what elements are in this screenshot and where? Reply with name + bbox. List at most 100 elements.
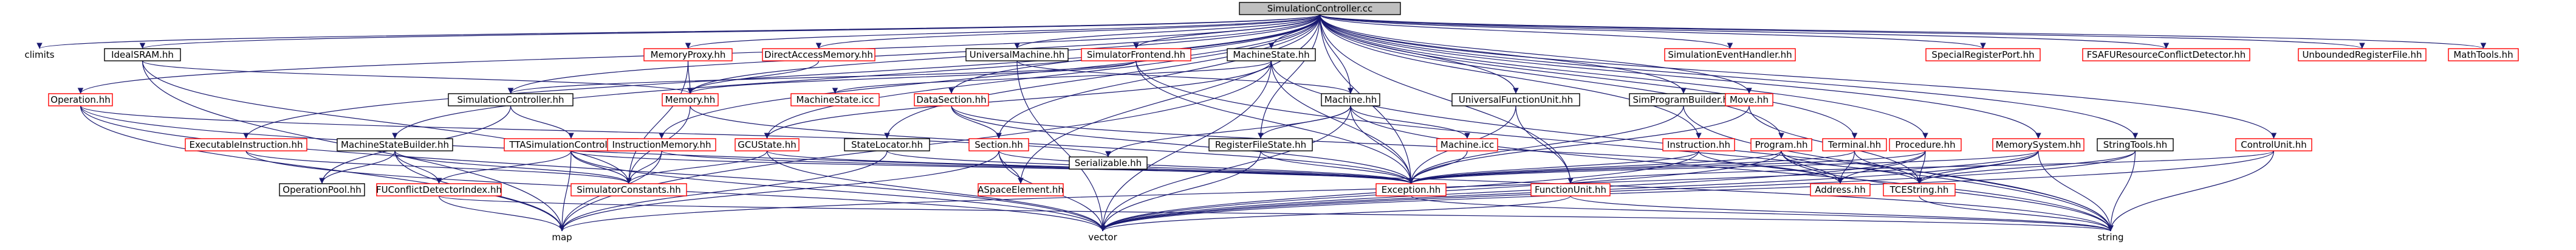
edge-datasection-to-address bbox=[951, 105, 1843, 184]
node-simconstants-box bbox=[570, 183, 687, 196]
node-string-label: string bbox=[2097, 232, 2123, 243]
node-registerfilestate[interactable]: RegisterFileState.hh bbox=[1208, 138, 1313, 151]
node-machineicc[interactable]: Machine.icc bbox=[1436, 138, 1498, 151]
node-section[interactable]: Section.hh bbox=[968, 138, 1029, 151]
edge-simfrontend-to-simcontroller bbox=[508, 60, 1137, 94]
node-simprogrambuilder[interactable]: SimProgramBuilder.hh bbox=[1629, 93, 1738, 106]
node-universalfu[interactable]: UniversalFunctionUnit.hh bbox=[1451, 93, 1580, 106]
node-functionunit[interactable]: FunctionUnit.hh bbox=[1530, 183, 1611, 196]
node-section-label: Section.hh bbox=[975, 139, 1023, 150]
node-serializable-label: Serializable.hh bbox=[1075, 158, 1142, 168]
node-fuconflict[interactable]: FUConflictDetectorIndex.hh bbox=[376, 183, 502, 196]
node-program[interactable]: Program.hh bbox=[1750, 138, 1812, 151]
node-address[interactable]: Address.hh bbox=[1810, 183, 1871, 196]
node-memory[interactable]: Memory.hh bbox=[662, 93, 719, 106]
node-unboundedreg[interactable]: UnboundedRegisterFile.hh bbox=[2298, 48, 2427, 61]
edge-universalfu-to-functionunit bbox=[1515, 105, 1574, 184]
edge-simprogrambuilder-to-exception bbox=[1408, 105, 1684, 184]
node-stringtools[interactable]: StringTools.hh bbox=[2097, 138, 2174, 151]
node-ttasimcontroller[interactable]: TTASimulationController.hh bbox=[504, 138, 639, 151]
node-procedure[interactable]: Procedure.hh bbox=[1889, 138, 1962, 151]
node-exception[interactable]: Exception.hh bbox=[1375, 183, 1447, 196]
edge-machine-to-exception bbox=[1350, 105, 1414, 184]
node-machinestateicc[interactable]: MachineState.icc bbox=[790, 93, 880, 106]
node-executableinstr[interactable]: ExecutableInstruction.hh bbox=[185, 138, 307, 151]
node-section-box bbox=[968, 138, 1029, 151]
node-instrmemory[interactable]: InstructionMemory.hh bbox=[607, 138, 716, 151]
node-universalmachine[interactable]: UniversalMachine.hh bbox=[965, 48, 1069, 61]
node-specialreg[interactable]: SpecialRegisterPort.hh bbox=[1925, 48, 2041, 61]
node-controlunit[interactable]: ControlUnit.hh bbox=[2235, 138, 2312, 151]
edge-root-to-memproxy bbox=[685, 14, 1321, 49]
node-operationpool-box bbox=[279, 183, 365, 196]
edge-controlunit-to-vector bbox=[1100, 150, 2275, 232]
edge-machine-to-string bbox=[1350, 105, 2114, 232]
node-address-label: Address.hh bbox=[1815, 184, 1866, 195]
node-datasection[interactable]: DataSection.hh bbox=[914, 93, 989, 106]
node-mathtools[interactable]: MathTools.hh bbox=[2448, 48, 2519, 61]
edge-statelocator-to-exception bbox=[886, 150, 1414, 184]
edge-program-to-exception bbox=[1408, 150, 1782, 184]
node-root[interactable]: SimulationController.cc bbox=[1239, 2, 1401, 15]
node-serializable[interactable]: Serializable.hh bbox=[1069, 156, 1148, 170]
node-ttasimcontroller-label: TTASimulationController.hh bbox=[509, 139, 632, 150]
edge-controlunit-to-string bbox=[2108, 150, 2275, 232]
node-machinestatebuilder[interactable]: MachineStateBuilder.hh bbox=[337, 138, 453, 151]
node-fuconflict-box bbox=[376, 183, 502, 196]
edge-memorysystem-to-tcestring bbox=[1916, 150, 2039, 184]
node-controlunit-box bbox=[2235, 138, 2312, 151]
node-move[interactable]: Move.hh bbox=[1725, 93, 1773, 106]
node-machine[interactable]: Machine.hh bbox=[1321, 93, 1380, 106]
node-simeventhandler[interactable]: SimulationEventHandler.hh bbox=[1664, 48, 1796, 61]
node-tcestring-box bbox=[1883, 183, 1956, 196]
edge-exception-to-string bbox=[1410, 195, 2114, 232]
node-memory-box bbox=[662, 93, 719, 106]
node-idealsram[interactable]: IdealSRAM.hh bbox=[104, 48, 181, 61]
node-simcontroller[interactable]: SimulationController.hh bbox=[448, 93, 574, 106]
edge-root-to-simcontroller bbox=[507, 14, 1321, 94]
edge-root-to-fsafu bbox=[1319, 14, 2169, 49]
node-terminal[interactable]: Terminal.hh bbox=[1822, 138, 1887, 151]
node-executableinstr-label: ExecutableInstruction.hh bbox=[190, 139, 303, 150]
edge-controlunit-to-functionunit bbox=[1567, 150, 2275, 184]
node-move-box bbox=[1725, 93, 1773, 106]
node-registerfilestate-box bbox=[1208, 138, 1313, 151]
node-fsafu-label: FSAFUResourceConflictDetector.hh bbox=[2087, 49, 2246, 60]
node-memorysystem-box bbox=[1992, 138, 2084, 151]
node-tcestring[interactable]: TCEString.hh bbox=[1883, 183, 1956, 196]
node-serializable-box bbox=[1069, 156, 1148, 170]
node-aspaceelement-label: ASpaceElement.hh bbox=[978, 184, 1064, 195]
edge-root-to-directaccess bbox=[815, 14, 1321, 49]
node-universalmachine-label: UniversalMachine.hh bbox=[970, 49, 1065, 60]
edge-machinestatebuilder-to-operationpool bbox=[319, 150, 396, 184]
node-fsafu[interactable]: FSAFUResourceConflictDetector.hh bbox=[2082, 48, 2250, 61]
edge-stringtools-to-vector bbox=[1100, 150, 2136, 232]
node-memproxy-label: MemoryProxy.hh bbox=[651, 49, 726, 60]
node-simfrontend-box bbox=[1081, 48, 1191, 61]
node-operation[interactable]: Operation.hh bbox=[48, 93, 113, 106]
edge-instrmemory-to-exception bbox=[661, 150, 1414, 184]
edge-machinestatebuilder-to-simconstants bbox=[394, 150, 632, 184]
node-simfrontend[interactable]: SimulatorFrontend.hh bbox=[1081, 48, 1191, 61]
node-directaccess-box bbox=[762, 48, 875, 61]
node-instruction-label: Instruction.hh bbox=[1667, 139, 1730, 150]
node-machinestate[interactable]: MachineState.hh bbox=[1227, 48, 1316, 61]
node-memproxy[interactable]: MemoryProxy.hh bbox=[643, 48, 733, 61]
node-idealsram-box bbox=[104, 48, 181, 61]
node-machine-label: Machine.hh bbox=[1324, 94, 1377, 105]
node-gcustate[interactable]: GCUState.hh bbox=[735, 138, 800, 151]
node-memorysystem[interactable]: MemorySystem.hh bbox=[1992, 138, 2084, 151]
node-simconstants[interactable]: SimulatorConstants.hh bbox=[570, 183, 687, 196]
node-operation-box bbox=[48, 93, 113, 106]
edge-machine-to-machineicc bbox=[1350, 105, 1470, 139]
node-instruction[interactable]: Instruction.hh bbox=[1662, 138, 1735, 151]
node-operationpool[interactable]: OperationPool.hh bbox=[279, 183, 365, 196]
node-machinestatebuilder-box bbox=[337, 138, 453, 151]
edge-machinestate-to-machinestateicc bbox=[832, 60, 1272, 94]
node-directaccess[interactable]: DirectAccessMemory.hh bbox=[762, 48, 875, 61]
node-universalfu-box bbox=[1451, 93, 1580, 106]
node-statelocator[interactable]: StateLocator.hh bbox=[844, 138, 930, 151]
edge-idealsram-to-simconstants bbox=[142, 60, 632, 184]
node-aspaceelement[interactable]: ASpaceElement.hh bbox=[978, 183, 1064, 196]
edge-ttasimcontroller-to-exception bbox=[570, 150, 1414, 184]
